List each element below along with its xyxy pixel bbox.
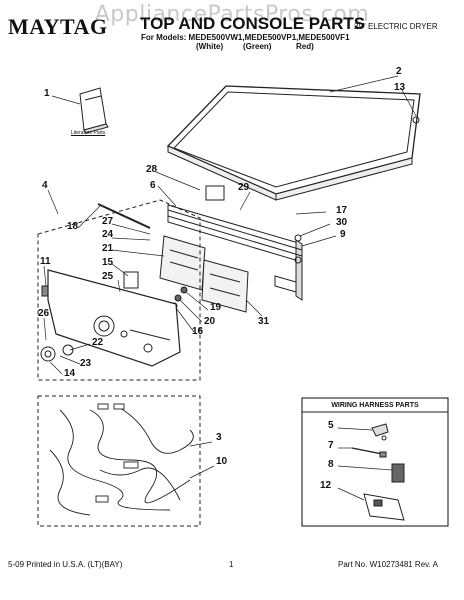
callout-27: 27 xyxy=(102,216,114,227)
footer-page-number: 1 xyxy=(229,560,234,569)
literature-parts-label: Literature Parts xyxy=(71,130,106,136)
callout-17: 17 xyxy=(336,205,348,216)
footer-part-number: Part No. W10273481 Rev. A xyxy=(338,560,438,569)
leader-lines xyxy=(43,75,417,501)
top-panel xyxy=(166,85,421,201)
color-red: Red) xyxy=(296,42,314,51)
callout-13: 13 xyxy=(394,82,406,93)
harness-parts-box xyxy=(301,397,449,527)
callout-15: 15 xyxy=(102,257,114,268)
callout-14: 14 xyxy=(64,368,76,379)
callout-30: 30 xyxy=(336,217,348,228)
callout-2: 2 xyxy=(396,66,402,77)
wiring-harness xyxy=(49,403,194,516)
callout-25: 25 xyxy=(102,271,114,282)
console-bracket xyxy=(167,204,303,301)
callout-3: 3 xyxy=(216,432,222,443)
callout-4: 4 xyxy=(42,180,48,191)
callout-26: 26 xyxy=(38,308,50,319)
callout-20: 20 xyxy=(204,316,216,327)
callout-12: 12 xyxy=(320,480,332,491)
callout-29: 29 xyxy=(238,182,250,193)
footer-print-info: 5-09 Printed in U.S.A. (LT)(BAY) xyxy=(8,560,123,569)
watermark: AppliancePartsPros.com xyxy=(94,2,370,27)
callout-23: 23 xyxy=(80,358,92,369)
harness-parts xyxy=(351,423,405,521)
callout-7: 7 xyxy=(328,440,334,451)
callout-9: 9 xyxy=(340,229,346,240)
literature-booklet xyxy=(79,87,109,134)
callout-10: 10 xyxy=(216,456,228,467)
callout-22: 22 xyxy=(92,337,104,348)
models-line: For Models: MEDE500VW1,MEDE500VP1,MEDE50… xyxy=(141,33,350,42)
harness-outline xyxy=(37,395,201,527)
callout-19: 19 xyxy=(210,302,222,313)
callout-18: 18 xyxy=(67,221,79,232)
callout-21: 21 xyxy=(102,243,114,254)
page-title: TOP AND CONSOLE PARTS xyxy=(140,14,366,33)
callout-1: 1 xyxy=(44,88,50,99)
callout-31: 31 xyxy=(258,316,270,327)
callout-8: 8 xyxy=(328,459,334,470)
control-boards xyxy=(159,235,249,313)
color-green: (Green) xyxy=(243,42,272,51)
knobs xyxy=(40,344,74,362)
callout-6: 6 xyxy=(150,180,156,191)
harness-box-title: WIRING HARNESS PARTS xyxy=(331,402,419,409)
callout-28: 28 xyxy=(146,164,158,175)
callout-16: 16 xyxy=(192,326,204,337)
callout-5: 5 xyxy=(328,420,334,431)
product-subtitle: 29" ELECTRIC DRYER xyxy=(354,22,438,31)
console-group-outline xyxy=(37,199,201,381)
callout-11: 11 xyxy=(40,256,51,267)
color-white: (White) xyxy=(196,42,224,51)
callout-24: 24 xyxy=(102,229,114,240)
brand-logo: MAYTAG xyxy=(8,14,108,39)
console-panel xyxy=(47,269,181,367)
